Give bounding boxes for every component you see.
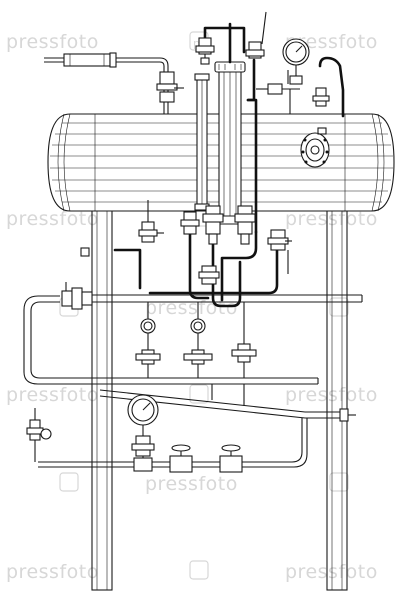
watermark-icon [329,472,349,492]
watermark-text: pressfoto [145,297,238,319]
pressure-gauge [282,38,310,85]
impulse-tube [318,56,345,118]
valve [183,349,213,378]
watermark-text: pressfoto [6,384,99,406]
valve [131,435,155,462]
impulse-tube [220,230,258,302]
valve [312,87,330,107]
handwheel-valve [26,408,52,462]
watermark-text: pressfoto [285,208,378,230]
watermark-icon [59,472,79,492]
watermark-text: pressfoto [285,384,378,406]
tank-flange [300,127,330,168]
watermark-text: pressfoto [6,208,99,230]
pressure-gauge [127,394,159,436]
header-pipe-upper [92,294,363,303]
pressure-gauge [140,302,156,350]
svg-text:p: p [193,37,200,50]
valve [61,282,93,310]
impulse-tube [246,98,258,234]
handwheel-valve [219,444,243,473]
watermark-text: pressfoto [285,561,378,583]
valve [234,205,256,245]
valve [180,211,200,235]
valve [198,265,220,285]
drain-pipe [38,418,308,468]
impulse-tube [148,243,279,295]
small-fitting [80,247,90,257]
impulse-tube [246,58,256,102]
impulse-tube [113,248,142,290]
watermark-text: pressfoto [145,473,238,495]
watermark-text: pressfoto [6,31,99,53]
valve [245,11,267,59]
inlet-pipe [44,52,169,114]
impulse-tube [188,228,210,300]
watermark-icon [189,384,209,404]
handwheel-valve [133,444,193,473]
watermark-text: pressfoto [6,561,99,583]
watermark-icon [189,560,209,580]
valve [256,83,300,114]
vertical-drop-pipe [211,384,245,406]
impulse-tube [211,228,242,308]
sight-glass-tube [194,73,210,211]
valve [135,349,161,378]
pressure-gauge [190,302,206,350]
watermark-icon [329,297,349,317]
valve [267,229,292,274]
bypass-loop [23,295,319,385]
valve [195,37,215,65]
valve [202,205,224,245]
valve [231,302,257,378]
valve [156,71,184,103]
valve [138,200,164,243]
